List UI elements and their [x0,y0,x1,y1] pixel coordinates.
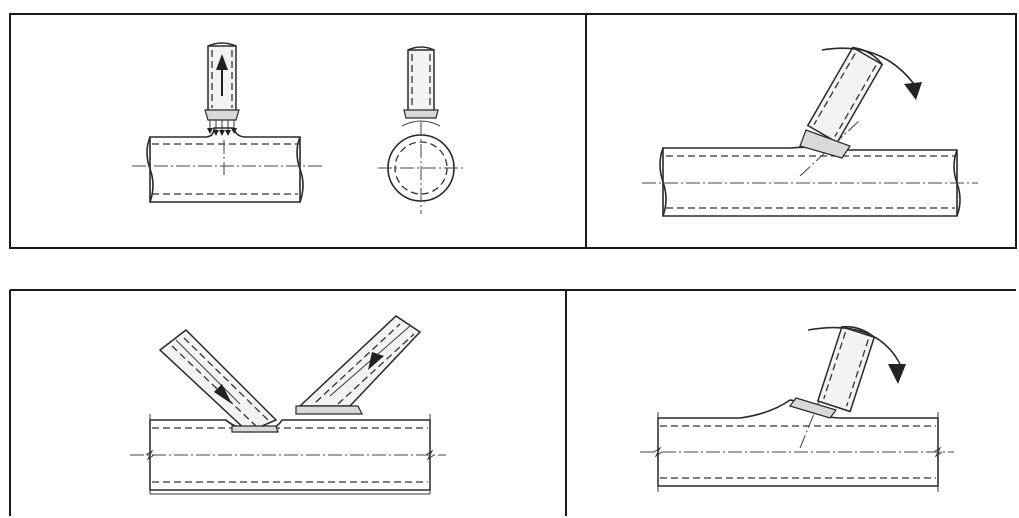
panel-b-frame [585,13,1017,249]
panel-frames [9,13,1017,516]
rotation-arrow-icon [807,326,906,384]
main-pipe-b [642,119,978,217]
outgoing-branch-right [295,315,422,415]
incoming-branch-left [158,329,279,433]
panel-c [130,315,446,495]
panel-d [640,325,954,492]
panel-b [642,46,978,217]
arrow-up-right-icon [368,352,384,370]
downward-force-arrows [207,120,237,136]
panel-a [132,42,466,214]
main-pipe-c [130,414,446,495]
branch-pipe-b [806,46,884,144]
upward-arrow-icon [216,54,228,96]
panel-a-frame [9,13,587,249]
main-pipe-front [132,127,322,203]
main-pipe-end-view [378,46,466,214]
rotation-arrow-icon [821,47,922,100]
branch-pipe-d [816,325,876,413]
main-pipe-d [640,359,954,492]
weld-bead-d [789,397,837,419]
weld-bead-b [799,129,851,159]
arrow-down-right-icon [214,384,232,404]
